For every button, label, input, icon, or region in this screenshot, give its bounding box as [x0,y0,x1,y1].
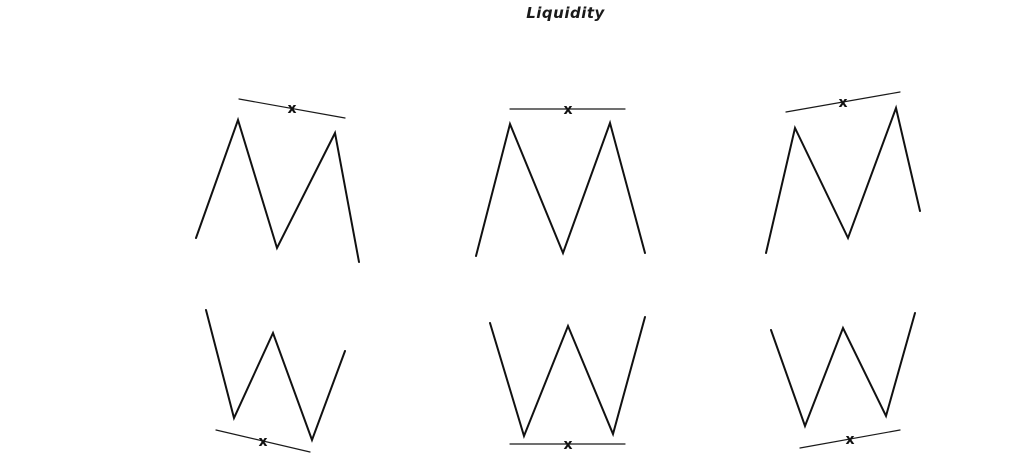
w-price-path [205,309,346,443]
pattern-w-center: x [489,316,646,453]
w-price-path [770,312,916,429]
liquidity-marker: x [838,95,847,111]
liquidity-marker: x [845,432,854,448]
w-price-path [489,316,646,440]
liquidity-level-line [799,429,901,449]
liquidity-marker: x [287,101,296,117]
pattern-m-left: x [195,98,360,263]
liquidity-level-line [215,429,311,453]
liquidity-marker: x [563,437,572,453]
pattern-w-left: x [205,309,346,453]
pattern-m-right: x [765,91,921,254]
liquidity-marker: x [258,434,267,450]
pattern-w-right: x [770,312,916,449]
m-price-path [195,116,360,263]
liquidity-level-line [785,91,901,113]
pattern-m-center: x [475,102,646,257]
diagram-title: Liquidity [526,4,605,22]
liquidity-marker: x [563,102,572,118]
m-price-path [475,119,646,257]
liquidity-level-line [238,98,346,119]
m-price-path [765,104,921,254]
